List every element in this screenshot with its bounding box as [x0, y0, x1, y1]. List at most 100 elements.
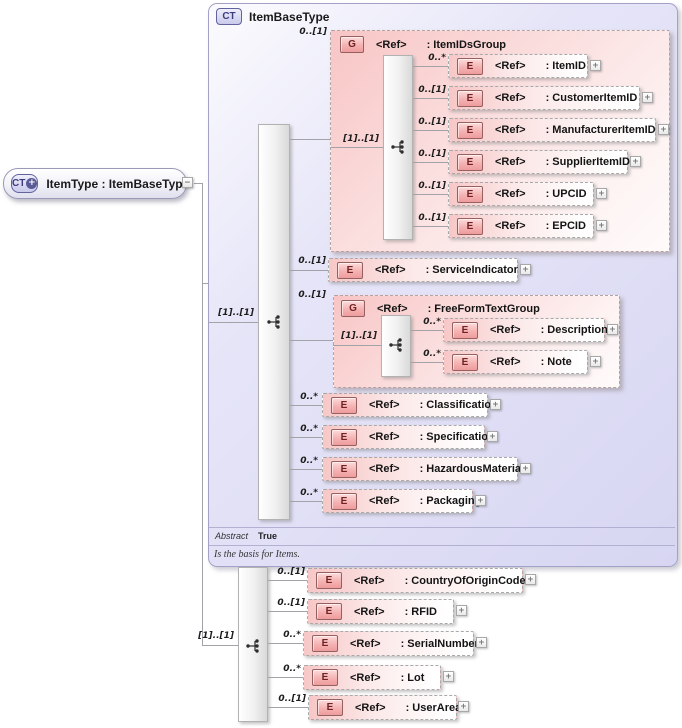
multiplicity-label: 0..[1]: [418, 149, 446, 159]
element-upcid[interactable]: E <Ref> : UPCID: [448, 182, 594, 206]
element-manufactureritemid[interactable]: E <Ref> : ManufacturerItemID: [448, 118, 656, 142]
element-specification[interactable]: E <Ref> : Specification: [322, 425, 495, 449]
element-name: : Note: [540, 356, 572, 368]
multiplicity-label: 0..[1]: [277, 567, 305, 577]
multiplicity-label: 0..*: [300, 456, 318, 466]
group-icon: G: [341, 300, 365, 317]
element-name: : CountryOfOriginCode: [404, 574, 526, 587]
connector-line: [203, 645, 238, 646]
element-ref: <Ref>: [369, 495, 400, 507]
element-icon: E: [452, 321, 478, 339]
element-ref: <Ref>: [354, 605, 385, 618]
element-icon: E: [312, 669, 338, 686]
connector-line: [268, 643, 303, 644]
element-ref: <Ref>: [495, 124, 526, 136]
element-name: : Specification: [419, 431, 495, 443]
expand-button[interactable]: +: [456, 605, 467, 616]
element-countryoforigincode[interactable]: E <Ref> : CountryOfOriginCode: [307, 568, 526, 593]
sequence-icon: [389, 338, 402, 352]
multiplicity-label: 0..[1]: [418, 85, 446, 95]
connector-line: [413, 98, 448, 99]
connector-line: [209, 322, 258, 323]
expand-button[interactable]: +: [658, 124, 669, 135]
multiplicity-label: 0..[1]: [418, 213, 446, 223]
element-ref: <Ref>: [495, 156, 526, 168]
element-rfid[interactable]: E <Ref> : RFID: [307, 599, 454, 624]
root-node-itemtype[interactable]: CT + ItemType : ItemBaseType: [3, 168, 189, 199]
expand-button[interactable]: +: [590, 60, 601, 71]
multiplicity-label: 0..[1]: [278, 694, 306, 704]
element-icon: E: [331, 460, 357, 478]
sequence-icon: [246, 639, 259, 653]
connector-line: [290, 437, 322, 438]
expand-button[interactable]: +: [607, 324, 618, 335]
element-icon: E: [317, 699, 343, 716]
element-name: : CustomerItemID: [545, 92, 638, 104]
element-icon: E: [457, 153, 483, 171]
expand-button[interactable]: +: [476, 637, 487, 648]
multiplicity-label: 0..*: [300, 488, 318, 498]
expand-button[interactable]: +: [596, 220, 607, 231]
expand-button[interactable]: +: [443, 671, 454, 682]
sequence-bar[interactable]: [381, 315, 411, 377]
multiplicity-label: 0..[1]: [298, 256, 326, 266]
element-hazardousmaterial[interactable]: E <Ref> : HazardousMaterial: [322, 457, 524, 481]
element-ref: <Ref>: [369, 399, 400, 411]
connector-line: [202, 183, 203, 646]
expand-button[interactable]: +: [630, 156, 641, 167]
complextype-badge-text: CT: [12, 178, 26, 189]
expand-button[interactable]: +: [490, 399, 501, 410]
connector-line: [411, 330, 443, 331]
element-description[interactable]: E <Ref> : Description: [443, 318, 608, 342]
element-name: : SerialNumber: [400, 637, 479, 650]
group-icon: G: [340, 36, 364, 53]
element-icon: E: [316, 603, 342, 620]
multiplicity-label: 0..[1]: [298, 290, 326, 300]
multiplicity-label: 0..*: [300, 424, 318, 434]
expand-button[interactable]: +: [520, 463, 531, 474]
group-ref: <Ref>: [376, 38, 407, 51]
expand-button[interactable]: +: [487, 431, 498, 442]
expand-button[interactable]: +: [475, 495, 486, 506]
element-supplieritemid[interactable]: E <Ref> : SupplierItemID: [448, 150, 630, 174]
connector-line: [411, 362, 443, 363]
element-userarea[interactable]: E <Ref> : UserArea: [308, 695, 461, 720]
element-lot[interactable]: E <Ref> : Lot: [303, 665, 441, 690]
connector-line: [203, 283, 208, 284]
element-ref: <Ref>: [490, 356, 521, 368]
expand-button[interactable]: +: [596, 188, 607, 199]
group-ref: <Ref>: [377, 302, 408, 315]
connector-line: [330, 147, 383, 148]
expand-button[interactable]: +: [520, 264, 531, 275]
element-name: : ServiceIndicator: [425, 264, 518, 276]
complextype-plus-icon: CT +: [11, 174, 39, 193]
expand-button[interactable]: +: [642, 92, 653, 103]
element-customeritemid[interactable]: E <Ref> : CustomerItemID: [448, 86, 640, 110]
multiplicity-label: 0..[1]: [418, 181, 446, 191]
element-itemid[interactable]: E <Ref> : ItemID: [448, 54, 588, 78]
element-ref: <Ref>: [495, 220, 526, 232]
expand-button[interactable]: +: [525, 574, 536, 585]
element-note[interactable]: E <Ref> : Note: [443, 350, 588, 374]
expand-button[interactable]: +: [458, 701, 469, 712]
element-packaging[interactable]: E <Ref> : Packaging: [322, 489, 481, 513]
group-name: : ItemIDsGroup: [426, 38, 507, 51]
element-epcid[interactable]: E <Ref> : EPCID: [448, 214, 594, 238]
collapse-button[interactable]: −: [182, 177, 193, 188]
element-classification[interactable]: E <Ref> : Classification: [322, 393, 498, 417]
sequence-bar[interactable]: [238, 567, 268, 722]
multiplicity-label: 0..*: [300, 392, 318, 402]
connector-line: [413, 66, 448, 67]
expand-button[interactable]: +: [590, 356, 601, 367]
connector-line: [194, 183, 202, 184]
element-name: : Classification: [419, 399, 498, 411]
element-name: : EPCID: [545, 220, 586, 232]
multiplicity-label: [1]..[1]: [343, 134, 379, 144]
multiplicity-label: 0..*: [428, 53, 446, 63]
element-serialnumber[interactable]: E <Ref> : SerialNumber: [303, 631, 479, 656]
element-icon: E: [331, 396, 357, 414]
element-serviceindicator[interactable]: E <Ref> : ServiceIndicator: [328, 258, 518, 282]
plus-circle-icon: +: [26, 178, 38, 189]
connector-line: [413, 162, 448, 163]
